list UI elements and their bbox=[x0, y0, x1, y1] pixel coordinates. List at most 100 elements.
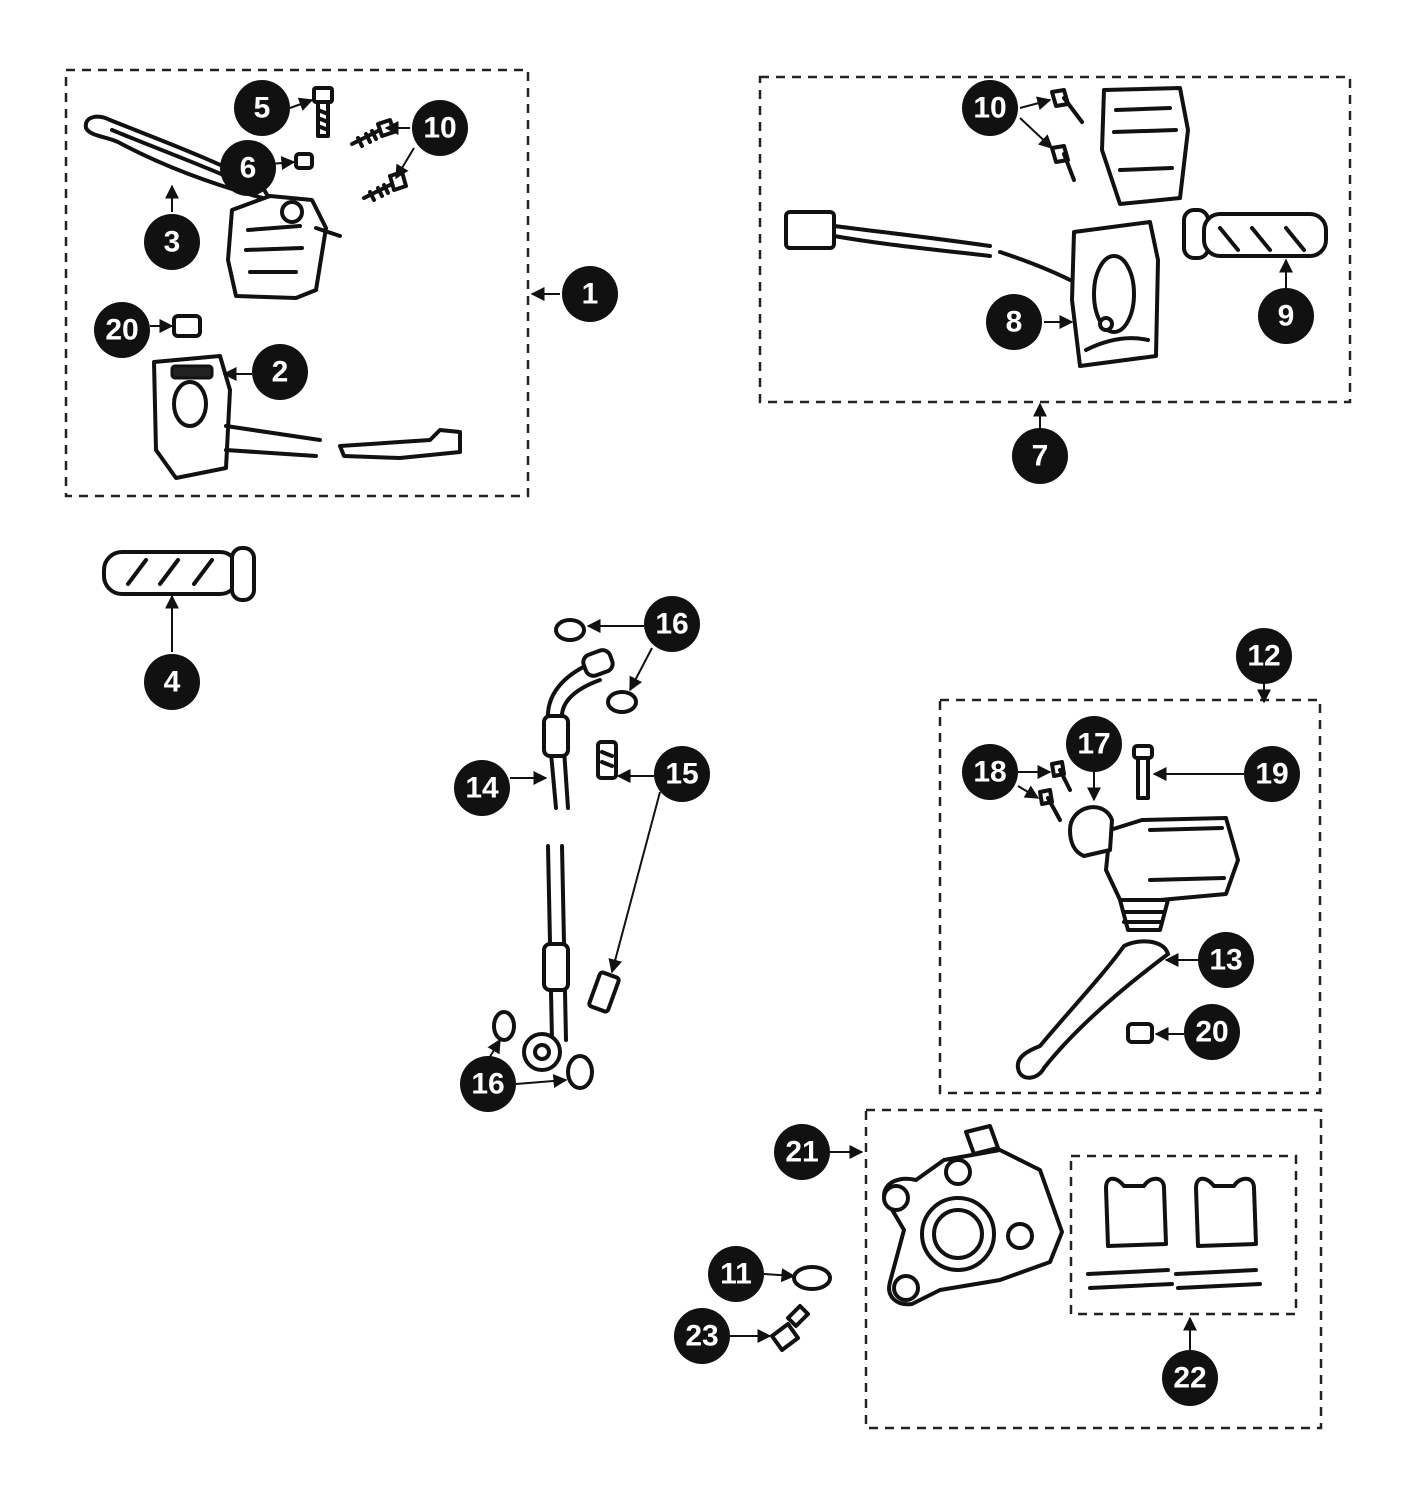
callout-badges bbox=[94, 80, 1314, 1406]
screw-part-right-a bbox=[1050, 88, 1084, 124]
callout-4-label: 4 bbox=[164, 666, 181, 699]
brake-lever-part bbox=[1015, 939, 1170, 1080]
callout-11-badge bbox=[708, 1246, 764, 1302]
washer-part-c bbox=[492, 1010, 516, 1042]
callout-labels: 1 2 3 4 5 6 7 8 9 10 10 11 12 13 14 15 1… bbox=[105, 92, 1294, 1395]
callout-18-badge bbox=[962, 744, 1018, 800]
callout-18-label: 18 bbox=[973, 756, 1006, 789]
leader-18b bbox=[1017, 785, 1040, 799]
clutch-perch-part bbox=[226, 194, 342, 300]
callout-13-badge bbox=[1198, 932, 1254, 988]
group-box-brake-pads bbox=[1069, 1154, 1298, 1316]
callout-20-label-left: 20 bbox=[105, 314, 138, 347]
leader-11 bbox=[763, 1268, 796, 1283]
end-cap-part-left bbox=[172, 314, 202, 338]
callout-7-badge bbox=[1012, 428, 1068, 484]
clamp-part bbox=[1068, 805, 1114, 858]
callout-3-label: 3 bbox=[164, 226, 181, 259]
washer-part-a bbox=[554, 618, 586, 642]
callout-15-badge bbox=[654, 746, 710, 802]
banjo-bolt-part-lower bbox=[587, 970, 621, 1014]
brake-pad-part-left bbox=[1086, 1176, 1174, 1290]
leader-15b bbox=[608, 791, 661, 974]
callout-23-badge bbox=[674, 1308, 730, 1364]
clamp-bolt-part-b bbox=[1038, 788, 1062, 822]
clamp-bolt-part-a bbox=[1050, 760, 1072, 792]
group-box-left-control bbox=[64, 68, 530, 498]
callout-20-label-right: 20 bbox=[1195, 1016, 1228, 1049]
leader-16d bbox=[515, 1074, 568, 1088]
brake-hose-upper-part bbox=[542, 648, 615, 810]
reservoir-screw-part bbox=[1132, 744, 1154, 800]
leader-10b bbox=[395, 147, 415, 180]
caliper-bolt-part bbox=[770, 1304, 810, 1352]
group-box-master-cylinder bbox=[938, 698, 1322, 1095]
callout-10-label-left: 10 bbox=[423, 112, 456, 145]
callout-16-badge-top bbox=[644, 596, 700, 652]
callout-17-badge bbox=[1066, 716, 1122, 772]
callout-8-label: 8 bbox=[1006, 306, 1023, 339]
callout-10-label-right: 10 bbox=[973, 92, 1006, 125]
callout-8-badge bbox=[986, 294, 1042, 350]
pivot-bolt-part bbox=[312, 86, 334, 138]
switch-cover-part bbox=[1100, 86, 1190, 206]
callout-15-label: 15 bbox=[665, 758, 698, 791]
callout-6-label: 6 bbox=[240, 152, 257, 185]
callout-3-badge bbox=[144, 214, 200, 270]
callout-9-label: 9 bbox=[1278, 300, 1295, 333]
washer-part-b bbox=[606, 690, 638, 714]
callout-5-label: 5 bbox=[254, 92, 271, 125]
washer-part-d bbox=[566, 1054, 594, 1090]
brake-hose-lower-part bbox=[522, 844, 570, 1072]
callout-7-label: 7 bbox=[1032, 440, 1049, 473]
callout-19-badge bbox=[1244, 746, 1300, 802]
leader-10d bbox=[1019, 117, 1054, 149]
left-grip-part bbox=[102, 546, 256, 602]
callout-9-badge bbox=[1258, 288, 1314, 344]
callout-14-badge bbox=[454, 760, 510, 816]
brake-pad-part-right bbox=[1174, 1176, 1262, 1290]
end-cap-part-right bbox=[1126, 1022, 1154, 1044]
callout-10-badge-left bbox=[412, 100, 468, 156]
callout-14-label: 14 bbox=[465, 772, 499, 805]
group-box-right-switch bbox=[758, 75, 1352, 404]
callout-12-label: 12 bbox=[1247, 640, 1280, 673]
callout-21-badge bbox=[774, 1124, 830, 1180]
callout-17-label: 17 bbox=[1077, 728, 1110, 761]
screw-part-right-b bbox=[1050, 144, 1076, 182]
washer-part-e bbox=[792, 1265, 832, 1291]
nut-part bbox=[294, 152, 314, 170]
leader-5 bbox=[289, 97, 314, 111]
callout-1-label: 1 bbox=[582, 278, 599, 311]
callout-19-label: 19 bbox=[1255, 758, 1288, 791]
callout-10-badge-right bbox=[962, 80, 1018, 136]
callout-12-badge bbox=[1236, 628, 1292, 684]
callout-16-label-top: 16 bbox=[655, 608, 688, 641]
leader-16b bbox=[629, 647, 653, 692]
leader-10c bbox=[1019, 96, 1052, 111]
banjo-bolt-part-upper bbox=[596, 740, 618, 780]
right-grip-part bbox=[1182, 208, 1328, 260]
left-switch-housing-part bbox=[152, 354, 462, 480]
callout-20-badge-left bbox=[94, 302, 150, 358]
callout-16-badge-bottom bbox=[460, 1056, 516, 1112]
screw-part-left-a bbox=[350, 118, 396, 148]
callout-2-label: 2 bbox=[272, 356, 289, 389]
callout-21-label: 21 bbox=[785, 1136, 818, 1169]
brake-caliper-part bbox=[882, 1124, 1064, 1307]
callout-1-badge bbox=[562, 266, 618, 322]
master-cylinder-part bbox=[1104, 816, 1240, 932]
callout-20-badge-right bbox=[1184, 1004, 1240, 1060]
callout-22-badge bbox=[1162, 1350, 1218, 1406]
callout-6-badge bbox=[220, 140, 276, 196]
callout-16-label-bottom: 16 bbox=[471, 1068, 504, 1101]
screw-part-left-b bbox=[362, 170, 408, 202]
callout-5-badge bbox=[234, 80, 290, 136]
callout-22-label: 22 bbox=[1173, 1362, 1206, 1395]
wire-connector-part bbox=[784, 210, 1072, 282]
callout-11-label: 11 bbox=[720, 1258, 752, 1291]
callout-4-badge bbox=[144, 654, 200, 710]
callout-23-label: 23 bbox=[685, 1320, 718, 1353]
right-switch-housing-part bbox=[1070, 220, 1160, 368]
